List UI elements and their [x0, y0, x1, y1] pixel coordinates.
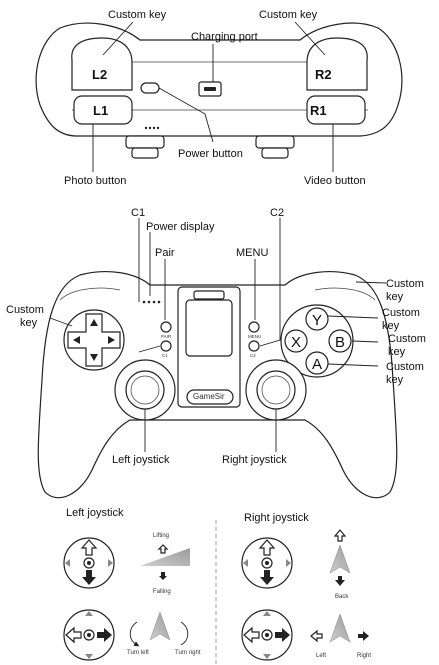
back-arrow-icon: [335, 576, 345, 586]
video-button-base: [262, 148, 288, 158]
label-video-button: Video button: [304, 175, 366, 187]
right-joystick[interactable]: [257, 371, 295, 409]
label-custom-key-left-line2: key: [20, 317, 38, 329]
label-custom-key-left-line1: Custom: [6, 304, 44, 316]
label-back: Back: [335, 594, 349, 600]
label-custom-key-r3-line2: key: [388, 346, 406, 358]
l2-label: L2: [92, 67, 107, 82]
photo-button[interactable]: [126, 136, 164, 148]
forward-arrow-icon: [335, 530, 345, 541]
b-button-label: B: [335, 334, 345, 351]
label-power-display: Power display: [146, 221, 215, 233]
plane-icon: [150, 612, 170, 640]
label-custom-key-r1-line1: Custom: [386, 278, 424, 290]
label-left: Left: [316, 653, 326, 659]
label-custom-key-r4: Customkey: [386, 361, 424, 386]
menu-button-text: MENU: [248, 334, 261, 339]
lift-arrow-icon: [159, 545, 167, 553]
clip-screen: [186, 300, 232, 356]
r2-label: R2: [315, 67, 332, 82]
right-arrow-icon: [358, 631, 369, 641]
pair-button-text: PAIR: [161, 334, 172, 339]
c1-button[interactable]: [161, 341, 171, 351]
left-arrow-icon: [311, 631, 322, 641]
label-custom-key-r3: Customkey: [388, 333, 426, 358]
left-joystick[interactable]: [126, 371, 164, 409]
label-custom-key-r1: Customkey: [386, 278, 424, 303]
label-turn-left: Turn left: [127, 650, 149, 656]
plane-icon-rh: [330, 614, 350, 642]
charging-port-slot: [204, 87, 216, 91]
label-custom-key-top-left: Custom key: [108, 9, 167, 21]
label-pair: Pair: [155, 247, 175, 259]
label-turn-right: Turn right: [175, 650, 201, 656]
label-custom-key-top-right: Custom key: [259, 9, 318, 21]
guide-left-vertical: Lifting Falling: [64, 533, 190, 595]
a-button-label: A: [312, 356, 322, 373]
guide-left-horizontal: Turn left Turn right: [64, 610, 201, 660]
photo-button-base: [132, 148, 158, 158]
label-custom-key-r2: Customkey: [382, 307, 420, 332]
turn-left-arrow-icon: [130, 622, 137, 645]
label-charging-port: Charging port: [191, 31, 258, 43]
x-button-label: X: [291, 334, 301, 351]
c2-button[interactable]: [249, 341, 259, 351]
label-custom-key-r4-line1: Custom: [386, 361, 424, 373]
label-custom-key-r1-line2: key: [386, 291, 404, 303]
label-c2: C2: [270, 207, 284, 219]
turn-right-arrow-icon: [181, 622, 188, 645]
label-custom-key-r3-line1: Custom: [388, 333, 426, 345]
label-left-joystick: Left joystick: [112, 454, 170, 466]
label-custom-key-r2-line1: Custom: [382, 307, 420, 319]
label-custom-key-r2-line2: key: [382, 320, 400, 332]
c1-button-text: C1: [162, 353, 168, 358]
plane-icon-r: [330, 545, 350, 573]
video-button[interactable]: [256, 136, 294, 148]
label-right-joystick: Right joystick: [222, 454, 287, 466]
guide-right-title: Right joystick: [244, 512, 309, 524]
menu-button[interactable]: [249, 322, 259, 332]
label-photo-button: Photo button: [64, 175, 126, 187]
l1-label: L1: [93, 103, 108, 118]
fall-arrow-icon: [159, 572, 167, 580]
label-custom-key-r4-line2: key: [386, 374, 404, 386]
label-power-button: Power button: [178, 148, 243, 160]
pair-button[interactable]: [161, 322, 171, 332]
y-button-label: Y: [312, 312, 322, 329]
label-c1: C1: [131, 207, 145, 219]
r1-label: R1: [310, 103, 327, 118]
label-menu: MENU: [236, 247, 268, 259]
guide-right-vertical: Back: [242, 530, 350, 600]
guide-right-horizontal: Left Right: [242, 610, 371, 660]
label-custom-key-left: Customkey: [6, 304, 44, 329]
clip-top: [194, 291, 224, 299]
guide-left-title: Left joystick: [66, 507, 124, 519]
controller-top-view: L2 R2 L1 R1 Custom key Custom key: [36, 9, 402, 187]
joystick-guide: Left joystick Right joystick Lifting Fal…: [64, 507, 371, 665]
power-button[interactable]: [141, 83, 159, 93]
brand-text: GameSir: [193, 392, 225, 401]
label-right: Right: [357, 653, 371, 659]
controller-front-view: GameSir PAIR C1 MENU C2 Y X B A: [6, 207, 426, 498]
label-lifting: Lifting: [153, 533, 169, 539]
c2-button-text: C2: [250, 353, 256, 358]
label-falling: Falling: [153, 589, 171, 595]
l2-trigger[interactable]: [72, 38, 132, 90]
